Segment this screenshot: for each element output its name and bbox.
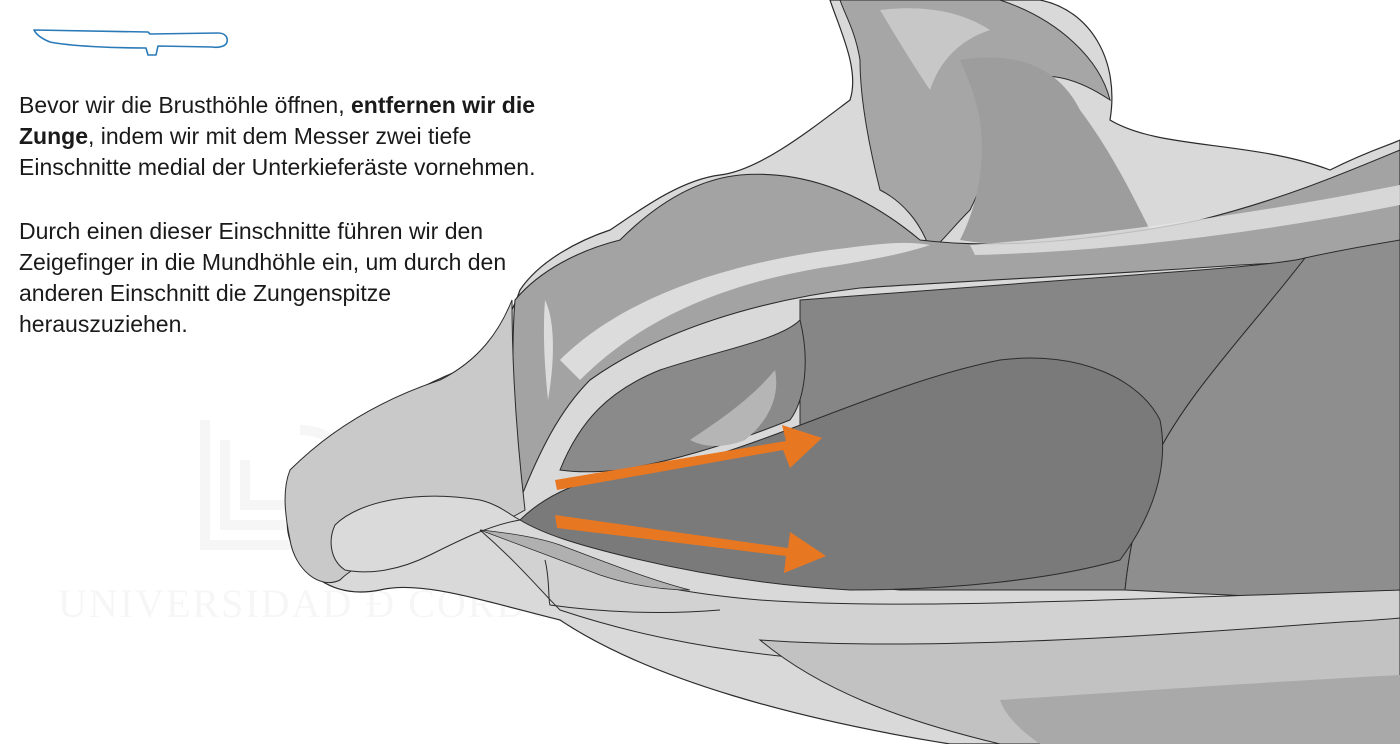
lip-fold (479, 529, 691, 591)
band-highlight (560, 242, 930, 380)
paragraph-1-rest: , indem wir mit dem Messer zwei tiefe Ei… (19, 123, 536, 180)
paragraph-1-lead: Bevor wir die Brusthöhle öffnen, (19, 92, 351, 118)
paragraph-1-emphasis: entfernen wir die Zunge (19, 92, 536, 149)
upper-fold-highlight (880, 8, 990, 90)
instruction-text: Bevor wir die Brusthöhle öffnen, entfern… (19, 90, 544, 373)
neck-far-right (1124, 239, 1400, 601)
upper-fold (839, 0, 1111, 251)
band-highlight-right (970, 185, 1400, 255)
lower-incision-arrow (555, 515, 826, 573)
upper-incision-arrow (555, 425, 822, 490)
mandible-inner-line (544, 559, 721, 613)
instruction-paragraph-2: Durch einen dieser Einschnitte führen wi… (19, 218, 507, 337)
tongue-highlight (690, 370, 777, 446)
throat-lower-shadow (1000, 675, 1400, 744)
instruction-paragraph-1: Bevor wir die Brusthöhle öffnen, entfern… (19, 90, 544, 183)
upper-right-fold (960, 57, 1150, 245)
knife-icon (33, 29, 229, 56)
band-left-crease (543, 300, 553, 400)
incision-arrow-icon (555, 425, 826, 573)
lower-jaw-lip (330, 495, 522, 573)
